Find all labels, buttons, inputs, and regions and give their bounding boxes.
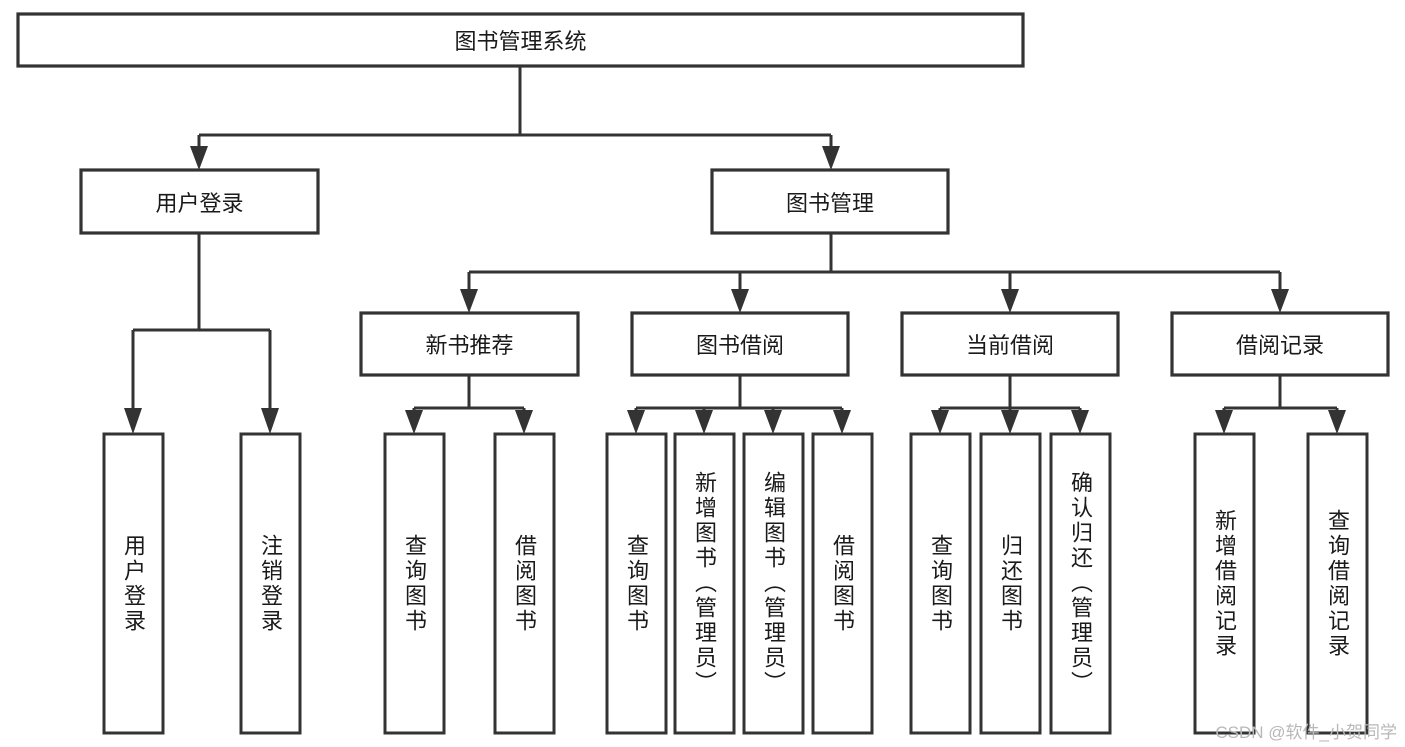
arrow-head-icon [931, 410, 949, 434]
arrow-head-icon [695, 410, 713, 434]
leaf-box-current-borrow-2[interactable] [1049, 432, 1112, 735]
leaf-box-borrow-record-0[interactable] [1193, 432, 1256, 735]
connector-currentborrow-to-leaves [931, 375, 1089, 434]
leaf-box-new-book-0[interactable] [383, 432, 446, 735]
arrow-head-icon [1001, 410, 1019, 434]
connector-root-to-level2 [190, 66, 840, 170]
arrow-head-icon [405, 410, 423, 434]
arrow-head-icon [190, 146, 208, 170]
leaf-box-book-borrow-1[interactable] [673, 432, 736, 735]
connector-newbook-to-leaves [405, 375, 533, 434]
arrow-head-icon [1071, 410, 1089, 434]
node-box-book-borrow[interactable] [630, 311, 850, 377]
leaf-box-book-borrow-0[interactable] [605, 432, 668, 735]
node-box-root[interactable] [16, 12, 1025, 68]
arrow-head-icon [1328, 410, 1346, 434]
node-box-current-borrow[interactable] [900, 311, 1120, 377]
connector-bookmgmt-to-level3 [460, 233, 1289, 313]
leaf-box-book-borrow-2[interactable] [742, 432, 805, 735]
arrow-head-icon [460, 289, 478, 313]
connector-userlogin-to-leaves [124, 233, 279, 434]
arrow-head-icon [731, 289, 749, 313]
arrow-head-icon [124, 408, 142, 434]
leaf-box-user-login-1[interactable] [239, 432, 302, 735]
arrow-head-icon [833, 410, 851, 434]
node-box-borrow-record[interactable] [1170, 311, 1390, 377]
node-box-new-book-recommend[interactable] [359, 311, 580, 377]
arrow-head-icon [515, 410, 533, 434]
connector-bookborrow-to-leaves [627, 375, 851, 434]
arrow-head-icon [822, 146, 840, 170]
leaf-box-current-borrow-1[interactable] [979, 432, 1042, 735]
node-box-user-login[interactable] [79, 168, 320, 235]
connector-borrowrecord-to-leaves [1215, 375, 1346, 434]
arrow-head-icon [1001, 289, 1019, 313]
leaf-box-user-login-0[interactable] [102, 432, 165, 735]
node-box-book-management[interactable] [710, 168, 950, 235]
leaf-box-new-book-1[interactable] [493, 432, 556, 735]
leaf-box-book-borrow-3[interactable] [811, 432, 874, 735]
arrow-head-icon [1215, 410, 1233, 434]
arrow-head-icon [261, 408, 279, 434]
arrow-head-icon [1271, 289, 1289, 313]
leaf-box-borrow-record-1[interactable] [1306, 432, 1369, 735]
arrow-head-icon [627, 410, 645, 434]
leaf-box-current-borrow-0[interactable] [909, 432, 972, 735]
arrow-head-icon [764, 410, 782, 434]
